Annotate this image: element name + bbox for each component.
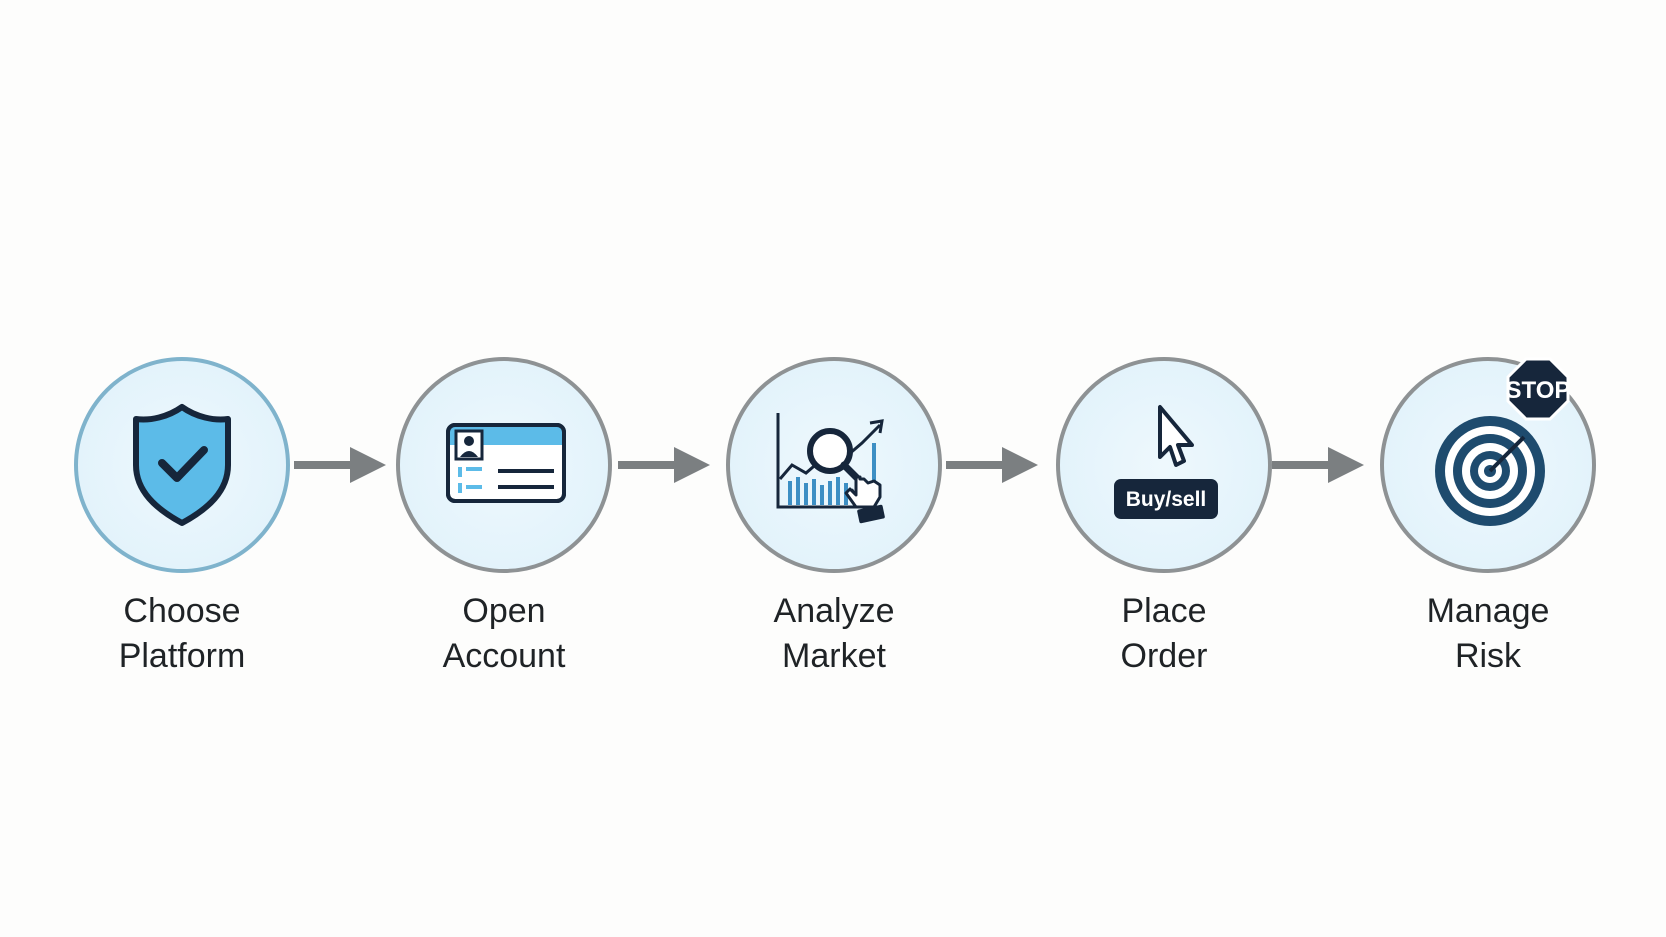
chart-magnifier-icon [776, 413, 885, 524]
step-label-line2: Account [442, 637, 566, 675]
step-label-line2: Platform [118, 637, 246, 675]
arrow-right-icon [294, 447, 386, 483]
step-circle [726, 357, 942, 573]
cursor-buy-sell-icon: Buy/sell [1114, 405, 1218, 519]
buy-sell-text: Buy/sell [1126, 488, 1207, 511]
target-stop-icon: STOP [1435, 357, 1571, 526]
step-place-order: Buy/sell Place Order [1056, 357, 1272, 675]
step-circle: Buy/sell [1056, 357, 1272, 573]
step-circle: STOP [1380, 357, 1596, 573]
step-open-account: Open Account [396, 357, 612, 675]
step-circle [74, 357, 290, 573]
stop-sign-text: STOP [1506, 377, 1571, 404]
arrow-right-icon [1272, 447, 1364, 483]
step-label-line1: Place [1121, 592, 1207, 630]
step-manage-risk: STOP Manage Risk [1380, 357, 1596, 675]
step-label-line1: Manage [1426, 592, 1550, 630]
shield-check-icon [133, 404, 231, 526]
step-label: Place Order [1016, 589, 1312, 679]
step-label-line1: Open [462, 592, 546, 630]
step-label: Analyze Market [686, 589, 982, 679]
arrow-right-icon [946, 447, 1038, 483]
step-label-line1: Analyze [773, 592, 895, 630]
step-label: Open Account [356, 589, 652, 679]
step-analyze-market: Analyze Market [726, 357, 942, 675]
step-label-line2: Market [782, 637, 886, 675]
step-label: Manage Risk [1340, 589, 1636, 679]
arrow-right-icon [618, 447, 710, 483]
step-circle [396, 357, 612, 573]
step-choose-platform: Choose Platform [74, 357, 290, 675]
step-label: Choose Platform [34, 589, 330, 679]
id-card-icon [446, 423, 566, 503]
step-label-line1: Choose [123, 592, 241, 630]
step-label-line2: Risk [1454, 637, 1522, 675]
step-label-line2: Order [1120, 637, 1208, 675]
